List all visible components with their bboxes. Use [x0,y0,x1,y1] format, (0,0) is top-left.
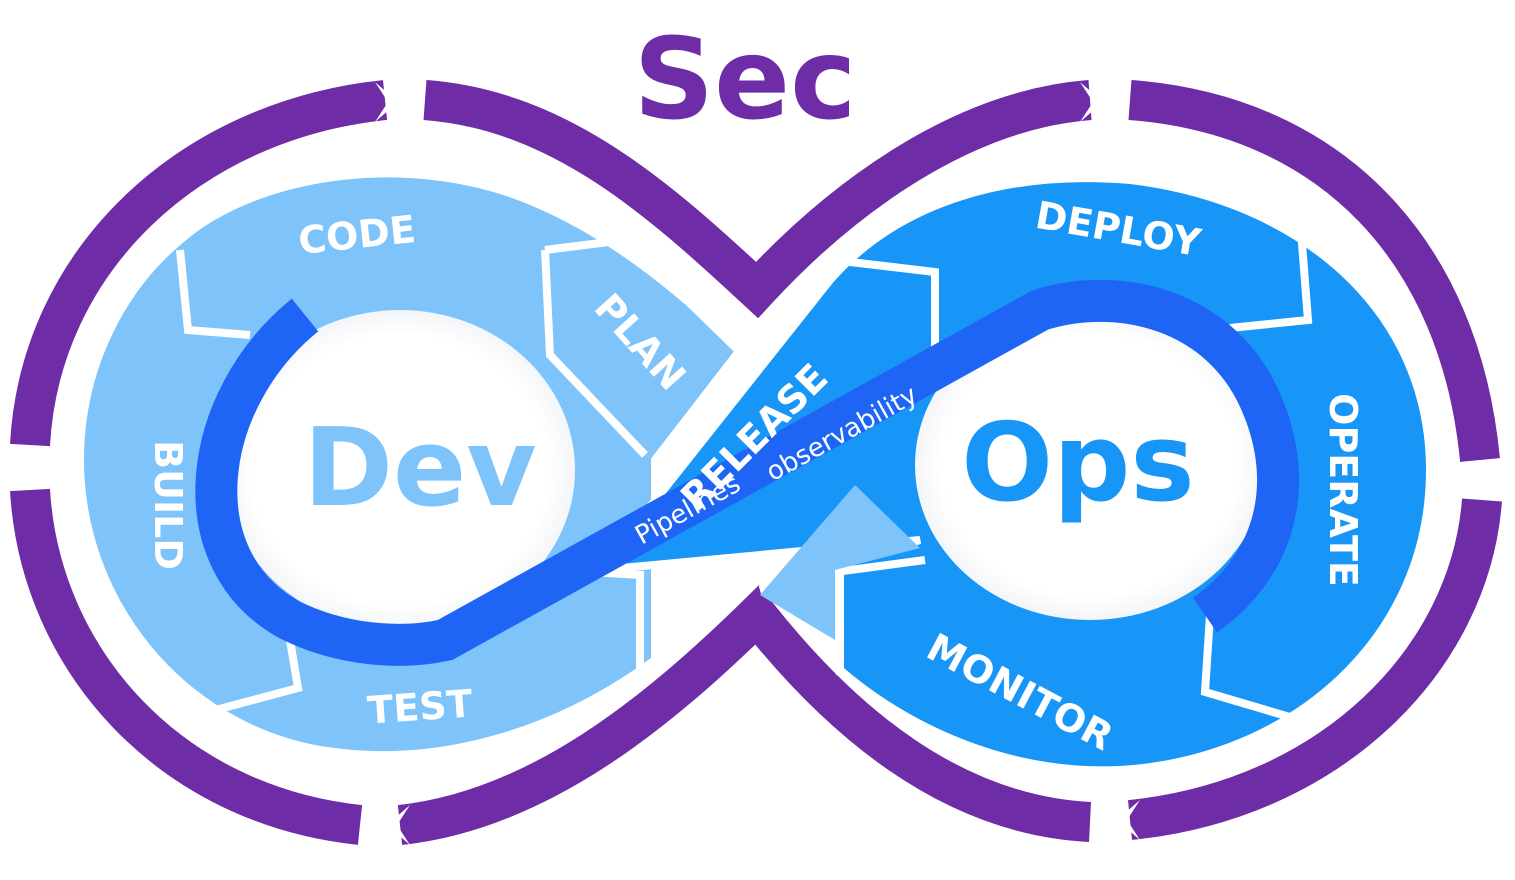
sec-title: Sec [633,15,856,145]
arrowhead-top-right [1080,82,1103,122]
sec-ring-arrow-bottom-left [10,488,363,845]
release-wedge [760,485,920,640]
sec-ring-arrowheads [12,82,1502,845]
arrowhead-bottom-right [1117,800,1140,840]
arrowhead-top-left [375,82,398,122]
ops-label: Ops [961,401,1194,526]
pipelines-band [195,279,1300,666]
ops-hole [915,310,1265,620]
stage-build: BUILD [146,440,190,570]
sec-ring-arrow-bottom-middle [397,585,1092,845]
dev-hole [225,310,575,630]
sec-ring-arrow-top-right [1128,80,1500,462]
stage-test: TEST [366,681,474,732]
sec-ring [10,80,1502,845]
stage-operate: OPERATE [1321,393,1365,587]
pipelines-band-path [195,279,1300,666]
sec-ring-arrow-top-left [10,80,388,447]
arrowhead-bottom-left [387,805,410,845]
sec-ring-arrow-bottom-right [1127,498,1502,840]
dev-label: Dev [303,406,536,531]
arrowhead-right [1462,462,1502,492]
sec-ring-arrow-top-middle [423,80,1092,319]
arrowhead-left [12,450,52,470]
